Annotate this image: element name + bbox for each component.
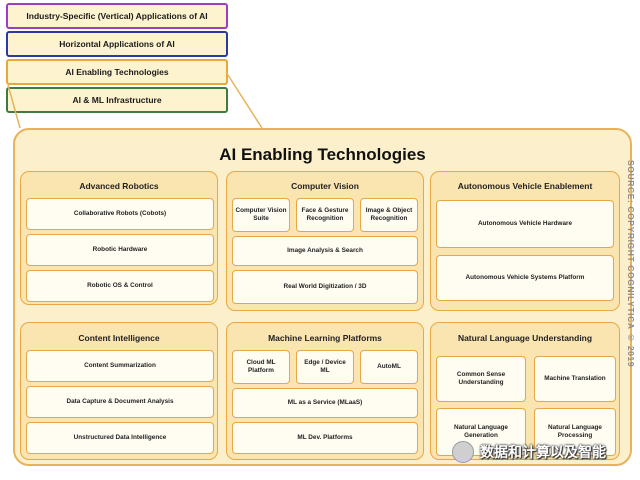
watermark-text: 数据和计算以及智能 [480,444,606,460]
leaf-robotic-os-control: Robotic OS & Control [26,270,214,302]
layer-infrastructure: AI & ML Infrastructure [6,87,228,113]
leaf-common-sense-understanding: Common Sense Understanding [436,356,526,402]
leaf-content-summarization: Content Summarization [26,350,214,382]
group-title-machine-learning-platforms: Machine Learning Platforms [268,333,382,343]
layer-vertical-applications: Industry-Specific (Vertical) Application… [6,3,228,29]
group-title-content-intelligence: Content Intelligence [78,333,160,343]
leaf-ml-dev-platforms: ML Dev. Platforms [232,422,418,454]
group-title-natural-language-understanding: Natural Language Understanding [457,333,593,343]
leaf-image-analysis-search: Image Analysis & Search [232,236,418,266]
group-title-autonomous-vehicle: Autonomous Vehicle Enablement [457,181,593,191]
leaf-autonomous-vehicle-systems-platform: Autonomous Vehicle Systems Platform [436,255,614,301]
leaf-edge-device-ml: Edge / Device ML [296,350,354,384]
copyright-text: SOURCE: COPYRIGHT COGNILYTICA © 2019 [626,160,636,368]
leaf-computer-vision-suite: Computer Vision Suite [232,198,290,232]
connector-right-line [225,71,263,129]
layer-horizontal-applications: Horizontal Applications of AI [6,31,228,57]
leaf-automl: AutoML [360,350,418,384]
leaf-data-capture-document-analysis: Data Capture & Document Analysis [26,386,214,418]
group-title-advanced-robotics: Advanced Robotics [79,181,159,191]
leaf-natural-language-processing: Natural Language Processing [534,408,616,456]
leaf-ml-as-a-service: ML as a Service (MLaaS) [232,388,418,418]
leaf-cloud-ml-platform: Cloud ML Platform [232,350,290,384]
group-title-computer-vision: Computer Vision [291,181,359,191]
leaf-face-gesture-recognition: Face & Gesture Recognition [296,198,354,232]
leaf-unstructured-data-intelligence: Unstructured Data Intelligence [26,422,214,454]
watermark: 数据和计算以及智能 [452,440,606,464]
leaf-robotic-hardware: Robotic Hardware [26,234,214,266]
leaf-machine-translation: Machine Translation [534,356,616,402]
leaf-image-object-recognition: Image & Object Recognition [360,198,418,232]
main-title: AI Enabling Technologies [219,145,426,164]
leaf-real-world-digitization: Real World Digitization / 3D [232,270,418,304]
leaf-collaborative-robots: Collaborative Robots (Cobots) [26,198,214,230]
leaf-natural-language-generation: Natural Language Generation [436,408,526,456]
leaf-autonomous-vehicle-hardware: Autonomous Vehicle Hardware [436,200,614,248]
wechat-logo-icon [452,441,474,463]
layer-enabling-technologies: AI Enabling Technologies [6,59,228,85]
